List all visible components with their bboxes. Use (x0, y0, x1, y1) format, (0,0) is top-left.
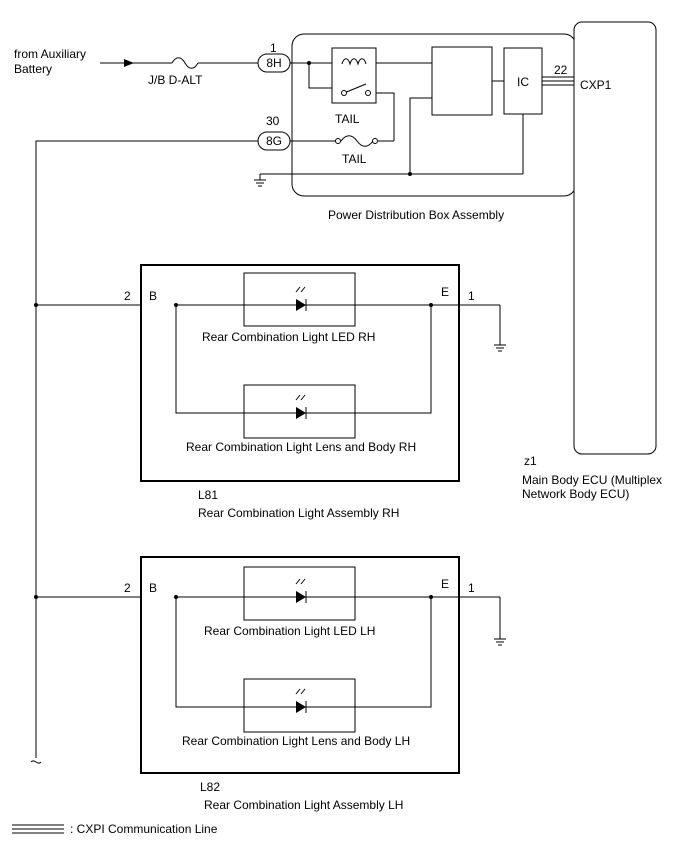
rh-lens-diode-icon (296, 407, 306, 419)
rh-term-e: E (441, 285, 449, 299)
lh-code: L82 (200, 780, 220, 794)
legend: : CXPI Communication Line (12, 822, 218, 836)
rh-led-label: Rear Combination Light LED RH (202, 330, 375, 344)
rh-led-box (243, 272, 356, 327)
lh-pin-b: 2 (124, 581, 131, 595)
lh-junction-dot (34, 595, 38, 599)
lh-lens-label: Rear Combination Light Lens and Body LH (182, 734, 410, 748)
battery-source: from Auxiliary Battery (14, 47, 86, 76)
lh-ground-icon (494, 638, 506, 646)
rh-name: Rear Combination Light Assembly RH (198, 506, 399, 520)
lh-term-e: E (441, 577, 449, 591)
rh-led-diode-icon (296, 299, 306, 311)
rh-right-branch (355, 305, 432, 414)
tail-fuse-terminal-a (335, 138, 341, 144)
legend-text: : CXPI Communication Line (70, 822, 218, 836)
fuse-dalt-icon (171, 57, 199, 69)
ic-block (503, 47, 543, 115)
rh-lens-label: Rear Combination Light Lens and Body RH (186, 440, 416, 454)
lh-name: Rear Combination Light Assembly LH (204, 798, 403, 812)
connector-8h-label: 8H (266, 56, 281, 70)
fuse-tail-icon (340, 135, 374, 147)
wire-continuation-icon (30, 760, 42, 764)
lh-left-dot (174, 595, 178, 599)
connector-8g-pin: 30 (266, 114, 280, 128)
lh-led-label: Rear Combination Light LED LH (204, 624, 375, 638)
ground-icon (254, 174, 266, 187)
source-label-line1: from Auxiliary (14, 47, 86, 61)
lh-term-b: B (149, 581, 157, 595)
rh-junction-dot (34, 303, 38, 307)
lh-lens-light-icon (295, 688, 306, 695)
ic-label: IC (517, 75, 529, 89)
cxp1-label: CXP1 (580, 78, 612, 92)
rh-pin-e: 1 (468, 289, 475, 303)
cxpi-line (542, 76, 576, 86)
relay-contact-b (365, 90, 371, 96)
connector-8g-label: 8G (266, 134, 282, 148)
supply-wire (35, 140, 258, 758)
relay-coil-feed (308, 63, 332, 89)
assembly-lh: 2 B E 1 Rear Combination Light LED LH Re… (34, 556, 506, 812)
lh-led-diode-icon (296, 591, 306, 603)
source-label-line2: Battery (14, 62, 52, 76)
relay-contact (343, 83, 367, 94)
relay-output-wire (376, 92, 395, 141)
rh-lens-light-icon (295, 394, 306, 401)
rh-left-dot (174, 303, 178, 307)
rh-code: L81 (198, 488, 218, 502)
cxpi-pin-label: 22 (554, 63, 568, 77)
pdb-label: Power Distribution Box Assembly (328, 208, 504, 222)
assembly-rh: 2 B E 1 Rear Combination Light LED RH Re… (34, 264, 506, 520)
control-to-relay-wire (409, 97, 432, 174)
ecu-name-line1: Main Body ECU (Multiplex (522, 473, 662, 487)
feed-arrow-icon (124, 59, 134, 67)
rh-right-dot (429, 303, 433, 307)
lh-pin-e: 1 (468, 581, 475, 595)
fuse-tail-label: TAIL (342, 152, 367, 166)
lh-led-light-icon (295, 578, 306, 585)
control-block (431, 46, 493, 116)
ecu-name-line2: Network Body ECU) (522, 487, 629, 501)
lh-lens-diode-icon (296, 701, 306, 713)
relay-contact-a (341, 90, 347, 96)
rh-ground-icon (494, 344, 506, 352)
tail-fuse-terminal-b (372, 138, 378, 144)
rh-term-b: B (149, 289, 157, 303)
rh-lower-branch (175, 305, 244, 414)
connector-8h-pin: 1 (270, 41, 277, 55)
ground-junction-dot (408, 172, 412, 176)
fuse-dalt-label: J/B D-ALT (148, 73, 203, 87)
rh-pin-b: 2 (124, 289, 131, 303)
relay-label: TAIL (335, 112, 360, 126)
cxpi-legend-icon (12, 824, 64, 834)
lh-lower-branch (175, 597, 244, 708)
main-body-ecu (573, 21, 657, 455)
relay-coil-icon (341, 58, 367, 66)
ecu-code: z1 (524, 454, 537, 468)
rh-led-light-icon (295, 286, 306, 293)
lh-right-dot (429, 595, 433, 599)
lh-right-branch (355, 597, 432, 708)
